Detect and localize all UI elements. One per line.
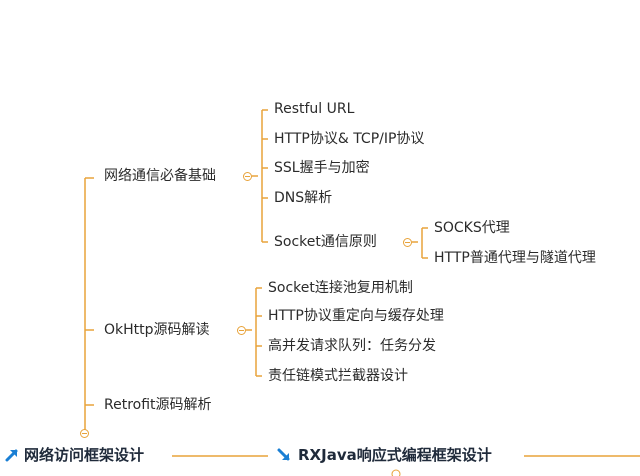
branch-socket[interactable]: Socket通信原则 (274, 234, 377, 250)
leaf-request-queue[interactable]: 高并发请求队列：任务分发 (268, 338, 436, 354)
leaf-ssl[interactable]: SSL握手与加密 (274, 160, 370, 176)
arrow-down-right-icon (277, 448, 290, 461)
leaf-http-tcpip[interactable]: HTTP协议& TCP/IP协议 (274, 131, 425, 147)
collapse-toggle-socket[interactable] (403, 238, 412, 247)
arrow-up-right-icon (5, 449, 18, 462)
leaf-socket-pool[interactable]: Socket连接池复用机制 (268, 280, 413, 296)
collapse-toggle-okhttp[interactable] (237, 326, 246, 335)
collapse-toggle-network-basics[interactable] (243, 172, 252, 181)
leaf-http-proxy[interactable]: HTTP普通代理与隧道代理 (434, 250, 596, 266)
section-title-network-framework[interactable]: 网络访问框架设计 (24, 446, 145, 464)
leaf-dns[interactable]: DNS解析 (274, 190, 333, 206)
branch-okhttp[interactable]: OkHttp源码解读 (104, 322, 210, 338)
leaf-restful-url[interactable]: Restful URL (274, 101, 355, 117)
section-title-rxjava-framework[interactable]: RXJava响应式编程框架设计 (298, 446, 492, 464)
leaf-socks-proxy[interactable]: SOCKS代理 (434, 220, 510, 236)
collapse-toggle-root[interactable] (80, 429, 89, 438)
leaf-interceptor[interactable]: 责任链模式拦截器设计 (268, 368, 408, 384)
branch-network-basics[interactable]: 网络通信必备基础 (104, 168, 216, 184)
branch-retrofit[interactable]: Retrofit源码解析 (104, 397, 212, 413)
leaf-http-redirect[interactable]: HTTP协议重定向与缓存处理 (268, 308, 444, 324)
